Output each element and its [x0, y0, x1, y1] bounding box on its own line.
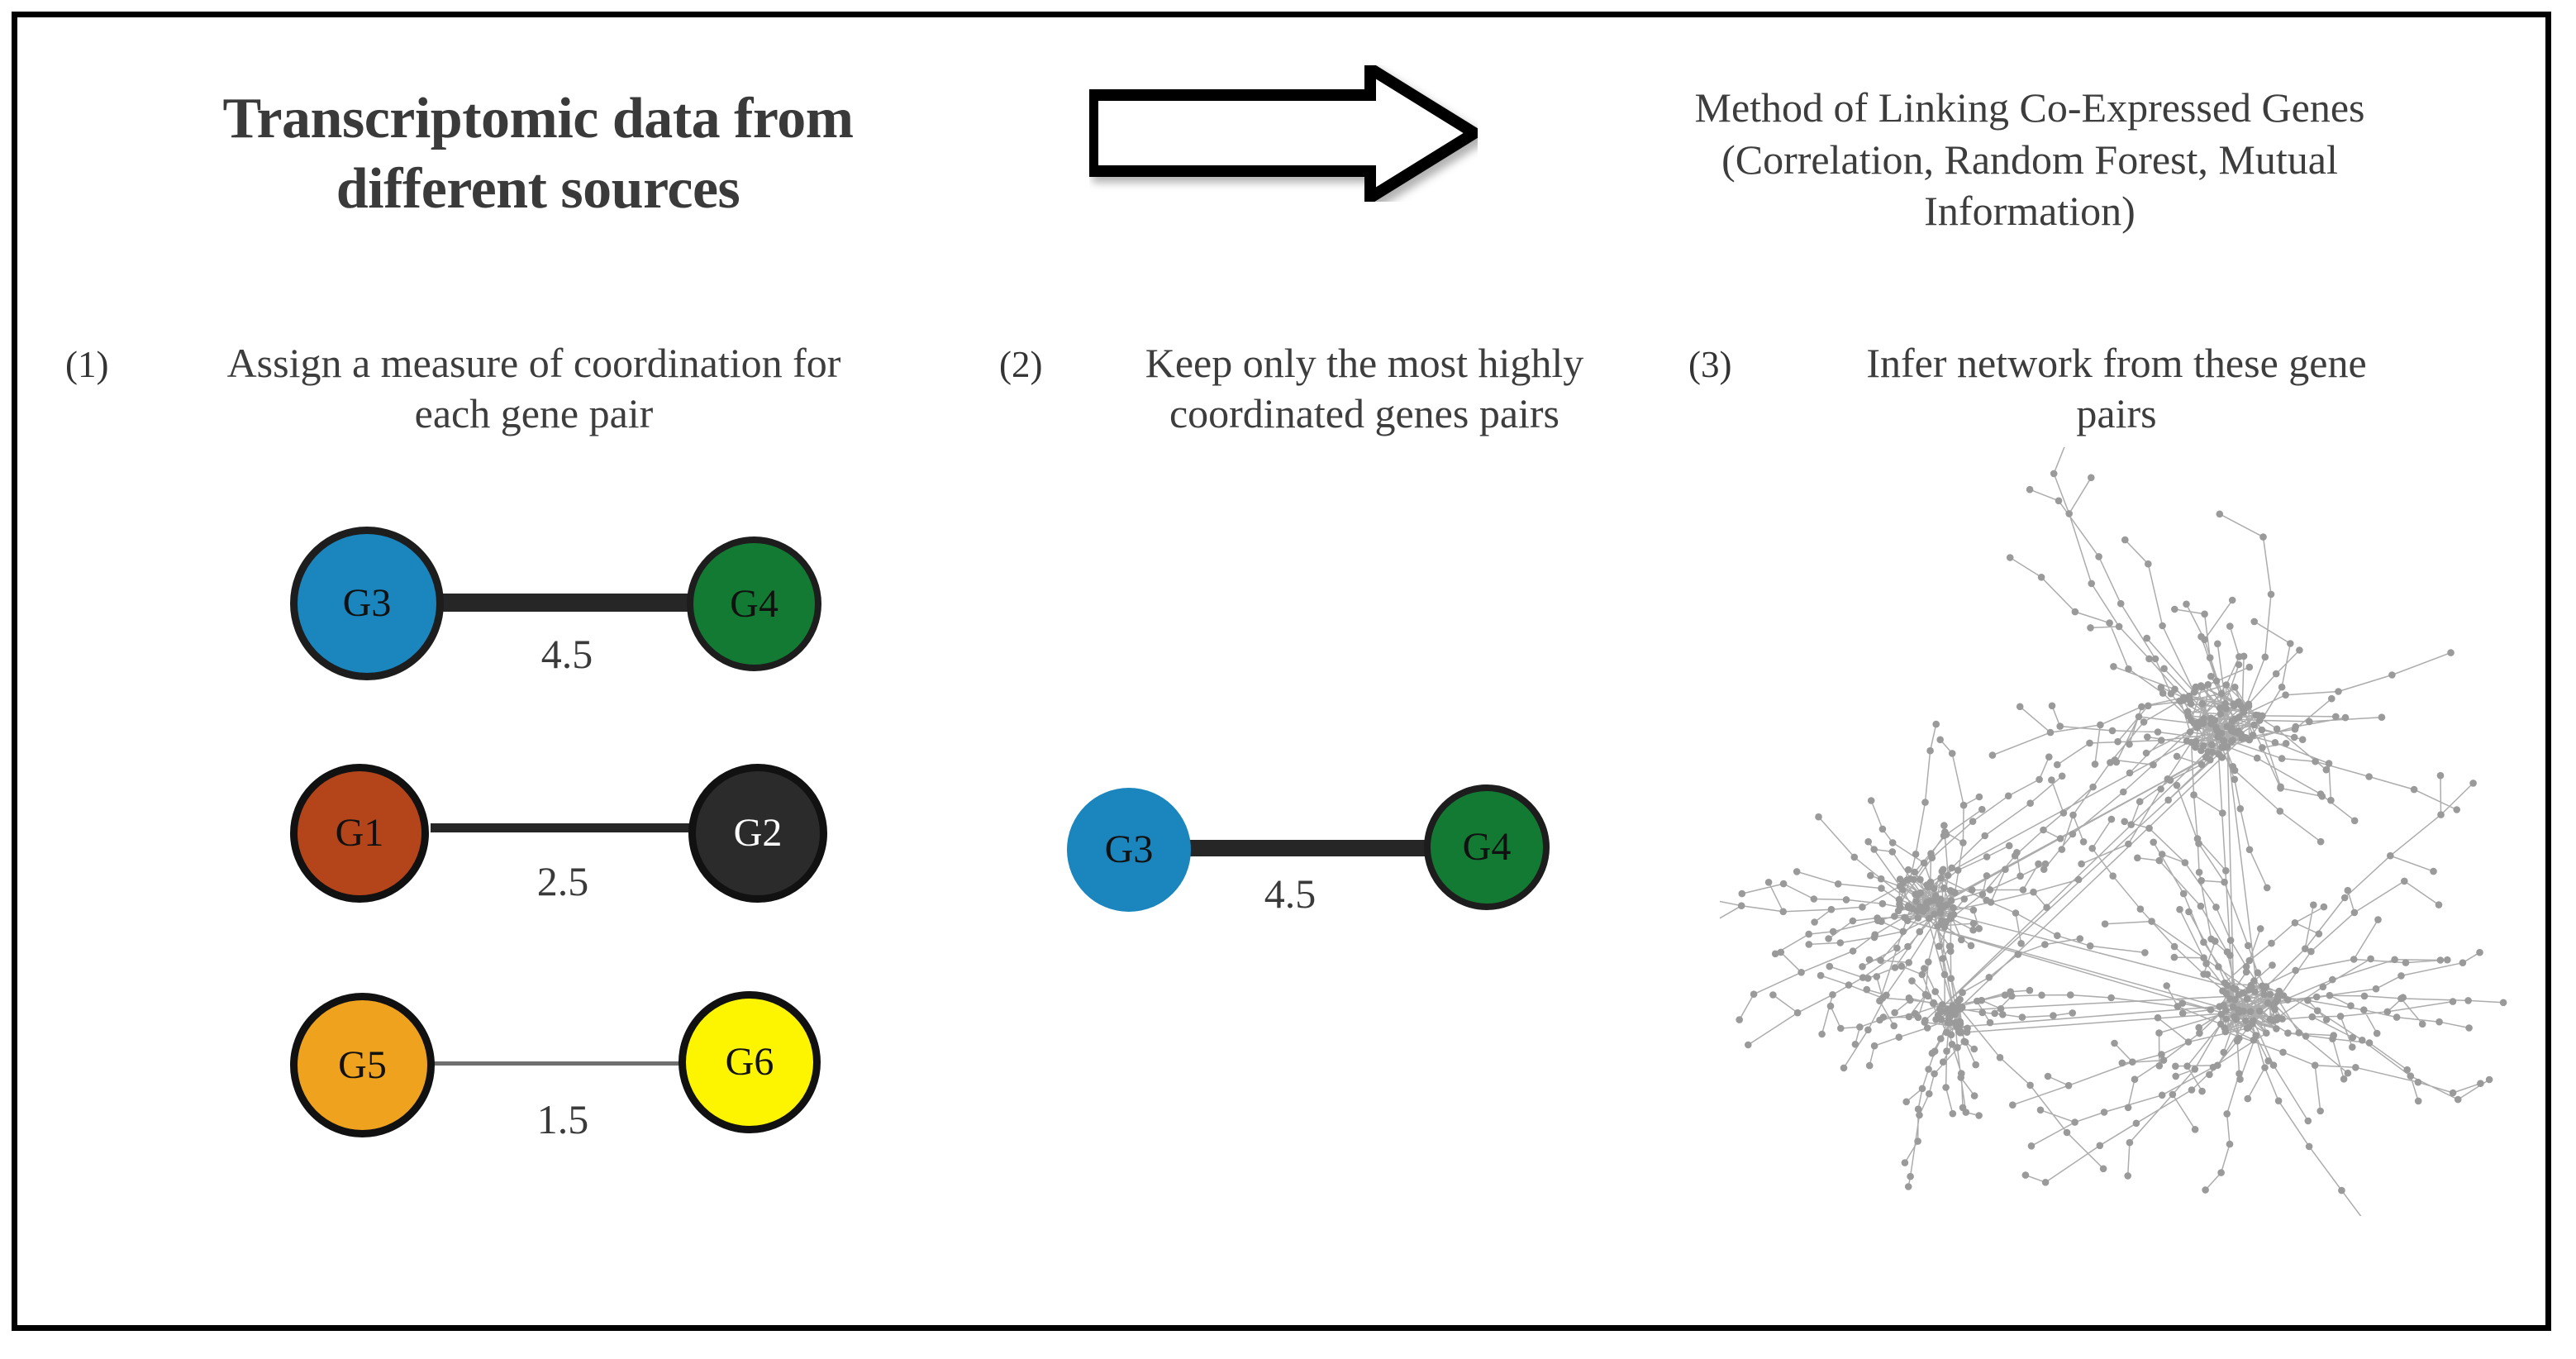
gene-node-g4[interactable]: G4 — [687, 536, 821, 671]
gene-node-g6-label: G6 — [725, 1040, 774, 1084]
gene-node-step2-g3[interactable]: G3 — [1067, 788, 1191, 912]
gene-node-g3[interactable]: G3 — [290, 527, 444, 680]
gene-edge-weight-g3-g4: 4.5 — [540, 631, 593, 677]
step-1-number: (1) — [65, 344, 109, 385]
gene-edge-step2-g3-g4 — [1166, 840, 1439, 856]
method-title-line-2: (Correlation, Random Forest, Mutual — [1721, 136, 2338, 183]
inferred-network-graph — [1695, 430, 2513, 1271]
gene-node-g3-label: G3 — [342, 581, 392, 625]
step-2-caption: Keep only the most highly coordinated ge… — [1083, 338, 1645, 439]
gene-edge-g5-g6 — [432, 1061, 703, 1066]
page-title-line-2: different sources — [336, 157, 740, 222]
gene-node-step2-g4-label: G4 — [1462, 825, 1512, 869]
step-2-caption-line-1: Keep only the most highly — [1145, 340, 1584, 386]
right-block-arrow-icon — [1087, 58, 1486, 208]
gene-node-g5-label: G5 — [338, 1042, 387, 1087]
gene-edge-weight-g5-g6: 1.5 — [536, 1096, 589, 1142]
step-3-caption-line-1: Infer network from these gene — [1866, 340, 2367, 386]
gene-edge-weight-step2: 4.5 — [1264, 870, 1317, 917]
step-1-caption-line-2: each gene pair — [414, 390, 654, 436]
page-title-line-1: Transcriptomic data from — [222, 87, 854, 150]
gene-node-g2[interactable]: G2 — [688, 764, 827, 903]
step-1-caption-line-1: Assign a measure of coordination for — [226, 340, 841, 386]
method-title-line-3: Information) — [1924, 188, 2136, 234]
step-3-caption: Infer network from these gene pairs — [1774, 338, 2459, 439]
gene-node-g1[interactable]: G1 — [290, 764, 429, 903]
gene-node-step2-g4[interactable]: G4 — [1424, 784, 1550, 910]
step-3-caption-line-2: pairs — [2076, 390, 2157, 436]
method-title: Method of Linking Co-Expressed Genes (Co… — [1588, 82, 2472, 237]
step-3-number: (3) — [1688, 344, 1732, 385]
figure-frame: Transcriptomic data from different sourc… — [12, 12, 2551, 1331]
gene-node-g6[interactable]: G6 — [679, 991, 821, 1133]
gene-node-g2-label: G2 — [733, 811, 783, 855]
page-title: Transcriptomic data from different sourc… — [108, 83, 968, 225]
method-title-line-1: Method of Linking Co-Expressed Genes — [1694, 84, 2365, 131]
gene-node-g1-label: G1 — [335, 811, 384, 855]
gene-edge-g3-g4 — [431, 594, 705, 612]
gene-edge-weight-g1-g2: 2.5 — [536, 858, 589, 904]
gene-node-g4-label: G4 — [730, 581, 779, 626]
gene-node-step2-g3-label: G3 — [1104, 827, 1154, 871]
step-1-caption: Assign a measure of coordination for eac… — [141, 338, 926, 439]
step-2-caption-line-2: coordinated genes pairs — [1169, 390, 1560, 436]
gene-node-g5[interactable]: G5 — [290, 993, 435, 1137]
gene-edge-g1-g2 — [431, 823, 712, 832]
step-2-number: (2) — [999, 344, 1043, 385]
